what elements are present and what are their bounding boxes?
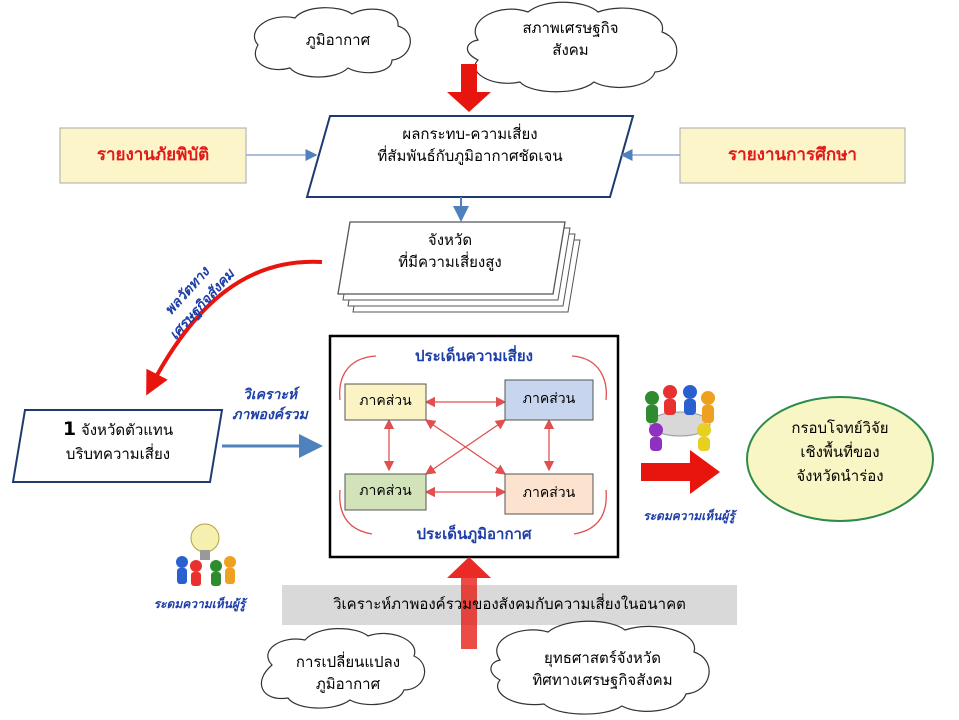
study-report-label: รายงานการศึกษา xyxy=(728,145,857,165)
risk-issue-label: ประเด็นความเสี่ยง xyxy=(415,347,533,365)
analyze-line2: ภาพองค์รวม xyxy=(232,407,308,424)
disaster-report-label: รายงานภัยพิบัติ xyxy=(96,145,210,165)
cloud-socioeconomic-label: สภาพเศรษฐกิจ สังคม xyxy=(488,18,653,62)
cloud-climate-change-line2: ภูมิอากาศ xyxy=(315,674,381,693)
high-risk-line1: จังหวัด xyxy=(427,231,473,249)
representative-line1: 1 จังหวัดตัวแทน xyxy=(20,416,216,444)
analyze-line1: วิเคราะห์ xyxy=(242,387,298,403)
representative-text1: จังหวัดตัวแทน xyxy=(80,421,174,439)
loop-curves xyxy=(339,355,607,535)
cloud-climate-change-line1: การเปลี่ยนแปลง xyxy=(295,653,401,671)
analyze-label: วิเคราะห์ ภาพองค์รวม xyxy=(220,385,320,426)
lightbulb-people-icon xyxy=(176,523,236,586)
impact-line1: ผลกระทบ-ความเสี่ยง xyxy=(402,125,538,143)
cloud-climate-label: ภูมิอากาศ xyxy=(305,31,371,49)
impact-line2: ที่สัมพันธ์กับภูมิอากาศชัดเจน xyxy=(377,146,563,165)
sector-label-3: ภาคส่วน xyxy=(359,483,412,499)
sector-box-4 xyxy=(504,473,594,515)
framework-ellipse xyxy=(746,396,934,522)
sector-links xyxy=(383,396,555,498)
sector-label-4: ภาคส่วน xyxy=(522,485,576,501)
high-risk-label: จังหวัด ที่มีความเสี่ยงสูง xyxy=(345,230,555,274)
meeting-icon xyxy=(645,385,715,451)
high-risk-stack xyxy=(337,221,581,313)
sector-box-3 xyxy=(344,473,427,511)
high-risk-line2: ที่มีความเสี่ยงสูง xyxy=(398,252,502,271)
cloud-provincial-strategy-line2: ทิศทางเศรษฐกิจสังคม xyxy=(532,670,673,689)
future-banner-label: วิเคราะห์ภาพองค์รวมของสังคมกับความเสี่ยง… xyxy=(333,595,686,613)
sector-label-1: ภาคส่วน xyxy=(359,393,412,409)
cloud-provincial-strategy xyxy=(490,620,710,715)
framework-line2: เชิงพื้นที่ของ xyxy=(800,443,880,461)
cloud-provincial-strategy-line1: ยุทธศาสตร์จังหวัด xyxy=(544,649,661,667)
cloud-climate-change xyxy=(260,628,426,709)
future-banner-bg xyxy=(282,585,737,625)
climate-issue-label: ประเด็นภูมิอากาศ xyxy=(416,525,532,543)
framework-line3: จังหวัดนำร่อง xyxy=(796,467,884,485)
cloud-socioeconomic-line2: สังคม xyxy=(552,40,589,59)
cloud-climate-change-label: การเปลี่ยนแปลง ภูมิอากาศ xyxy=(283,652,413,696)
representative-box xyxy=(11,409,224,483)
cloud-climate xyxy=(253,7,411,78)
bottom-red-arrow xyxy=(447,557,491,649)
representative-line2: บริบทความเสี่ยง xyxy=(65,444,171,463)
brainstorm-left-label: ระดมความเห็นผู้รู้ xyxy=(153,597,246,611)
cloud-provincial-strategy-label: ยุทธศาสตร์จังหวัด ทิศทางเศรษฐกิจสังคม xyxy=(505,648,700,692)
study-report-box xyxy=(679,127,906,184)
representative-label: 1 จังหวัดตัวแทน บริบทความเสี่ยง xyxy=(20,416,216,465)
sector-box-2 xyxy=(504,379,594,421)
impact-box xyxy=(305,115,635,198)
dynamics-curved-arrow xyxy=(146,259,323,396)
cloud-socioeconomic xyxy=(466,1,678,93)
impact-label: ผลกระทบ-ความเสี่ยง ที่สัมพันธ์กับภูมิอาก… xyxy=(320,124,620,168)
right-red-arrow xyxy=(641,450,720,494)
sector-label-2: ภาคส่วน xyxy=(522,391,576,407)
framework-line1: กรอบโจทย์วิจัย xyxy=(791,419,889,437)
brainstorm-right-label: ระดมความเห็นผู้รู้ xyxy=(643,509,735,523)
disaster-report-box xyxy=(59,127,247,184)
sector-box-1 xyxy=(344,383,427,421)
top-red-arrow xyxy=(447,64,491,112)
representative-number: 1 xyxy=(62,418,77,440)
cloud-socioeconomic-line1: สภาพเศรษฐกิจ xyxy=(522,19,619,37)
framework-label: กรอบโจทย์วิจัย เชิงพื้นที่ของ จังหวัดนำร… xyxy=(760,416,920,488)
